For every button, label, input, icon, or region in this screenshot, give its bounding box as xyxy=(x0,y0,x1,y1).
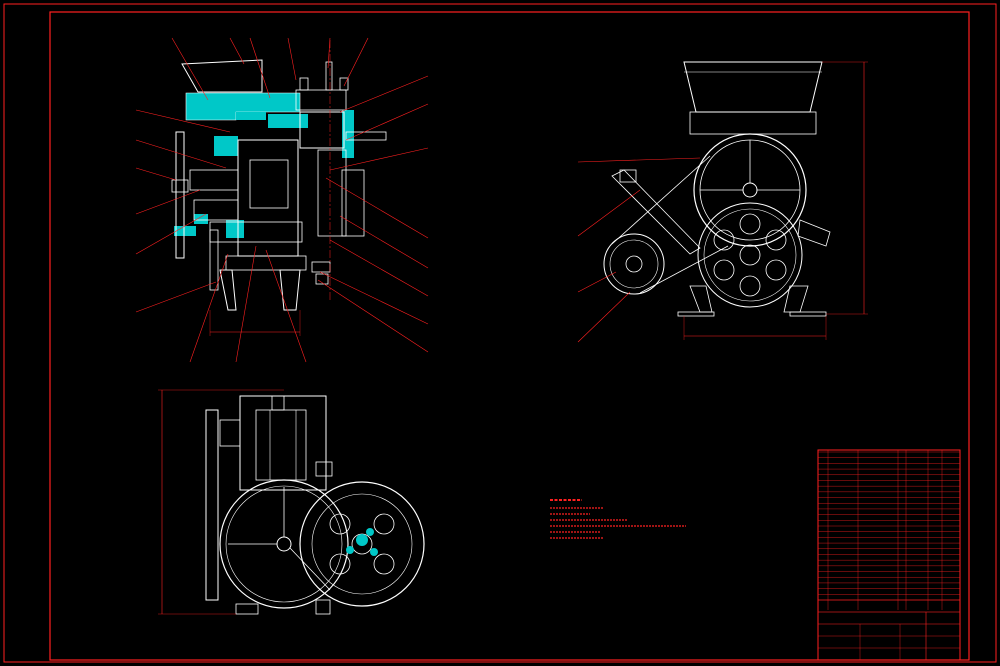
title-block xyxy=(817,449,961,661)
inner-frame xyxy=(49,11,970,661)
bom-table xyxy=(818,451,960,601)
side-view xyxy=(577,61,868,343)
outer-frame xyxy=(3,3,997,663)
front-section-view xyxy=(135,37,429,363)
top-view xyxy=(158,389,425,615)
technical-notes xyxy=(550,499,686,539)
